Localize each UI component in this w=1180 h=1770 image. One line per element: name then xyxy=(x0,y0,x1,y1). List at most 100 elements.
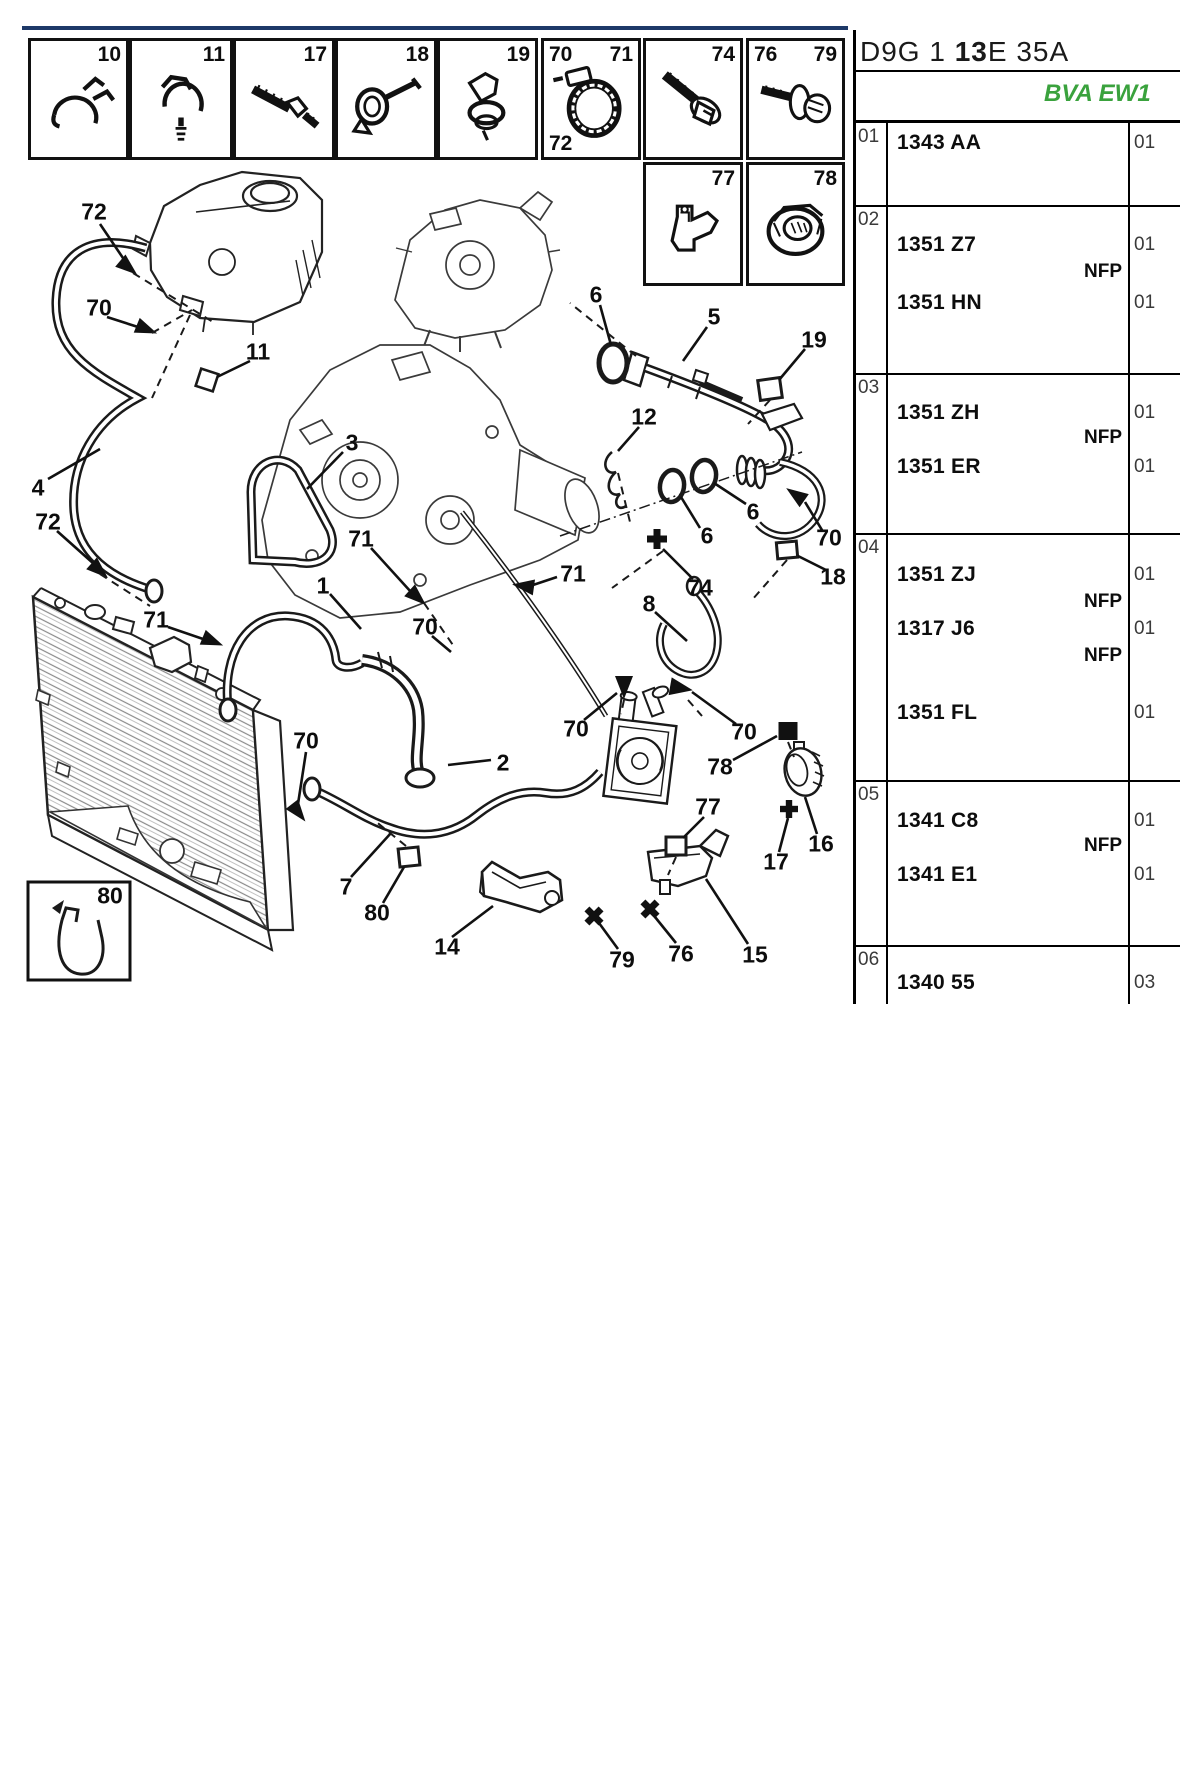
callout-70: 70 xyxy=(816,524,842,551)
part-ref: 1351 ZJ xyxy=(897,563,977,586)
legend-box-10: 10 xyxy=(28,38,129,160)
bolt-washer-nut-icon xyxy=(760,84,832,124)
nfp-flag: NFP xyxy=(1084,645,1122,666)
callout-70: 70 xyxy=(86,294,112,321)
callout-12: 12 xyxy=(631,403,657,430)
legend-box-17: 17 xyxy=(233,38,335,160)
cooling-system-diagram xyxy=(26,170,827,982)
part-qty: 01 xyxy=(1134,564,1156,585)
top-divider xyxy=(22,26,848,30)
radiator xyxy=(31,587,295,952)
part-ref: 1351 ER xyxy=(897,455,981,478)
table-col-divider-1 xyxy=(886,120,888,1004)
callout-14: 14 xyxy=(434,933,460,960)
callout-79: 79 xyxy=(609,946,635,973)
callout-70: 70 xyxy=(293,727,319,754)
part-qty: 01 xyxy=(1134,864,1156,885)
part-ref: 1351 ZH xyxy=(897,401,980,424)
part-qty: 01 xyxy=(1134,132,1156,153)
callout-71: 71 xyxy=(143,606,169,633)
callout-19: 19 xyxy=(801,326,827,353)
legend-label: 17 xyxy=(303,43,327,66)
callout-70: 70 xyxy=(412,613,438,640)
legend-label: 78 xyxy=(813,167,837,190)
legend-box-70-71-72: 70 71 72 xyxy=(541,38,641,160)
screw-icon xyxy=(661,71,722,127)
engine-water-pump xyxy=(261,344,600,619)
hose-7 xyxy=(302,768,604,839)
hose-8 xyxy=(656,575,722,679)
row-number: 02 xyxy=(858,209,880,230)
row-divider xyxy=(853,945,1180,947)
hose-4 xyxy=(51,238,164,604)
legend-box-76-79: 76 79 xyxy=(746,38,845,160)
callout-3: 3 xyxy=(345,429,359,456)
callout-71: 71 xyxy=(560,560,586,587)
legend-label: 10 xyxy=(97,43,121,66)
legend-label: 19 xyxy=(506,43,530,66)
table-col-divider-2 xyxy=(1128,120,1130,1004)
engine-water-outlet xyxy=(394,190,561,352)
bracket-15 xyxy=(646,828,730,895)
oil-cooler-pipe xyxy=(460,510,609,718)
figure-code-bold: 13 xyxy=(954,36,988,67)
stud-icon xyxy=(251,84,320,129)
row-number: 04 xyxy=(858,537,880,558)
nfp-flag: NFP xyxy=(1084,835,1122,856)
part-ref: 1351 HN xyxy=(897,291,982,314)
figure-code-suffix: E 35A xyxy=(987,36,1070,67)
legend-label: 79 xyxy=(813,43,837,66)
flange-nut-icon xyxy=(766,203,825,257)
pipe-fitting-icon xyxy=(467,71,506,141)
legend-label: 18 xyxy=(405,43,429,66)
callout-15: 15 xyxy=(742,941,768,968)
part-ref: 1351 Z7 xyxy=(897,233,977,256)
callout-1: 1 xyxy=(316,572,330,599)
legend-label: 71 xyxy=(609,43,633,66)
clip-12 xyxy=(604,451,627,510)
nfp-flag: NFP xyxy=(1084,591,1122,612)
hose-1 xyxy=(218,611,365,723)
inset-box-80 xyxy=(26,880,132,982)
legend-box-19: 19 xyxy=(437,38,538,160)
legend-label: 74 xyxy=(711,43,735,66)
part-qty: 01 xyxy=(1134,234,1156,255)
leader-lines xyxy=(47,223,827,950)
hose-clamp-icon xyxy=(51,76,116,129)
legend-label: 11 xyxy=(202,43,225,66)
part-ref: 1340 55 xyxy=(897,971,976,994)
nfp-flag: NFP xyxy=(1084,261,1122,282)
part-ref: 1343 AA xyxy=(897,131,982,154)
heater-pipe-bracket xyxy=(691,368,804,432)
part-qty: 01 xyxy=(1134,456,1156,477)
callout-5: 5 xyxy=(707,303,721,330)
clamp-rod-icon xyxy=(351,77,422,136)
part-qty: 01 xyxy=(1134,618,1156,639)
figure-code-prefix: D9G 1 xyxy=(860,36,955,67)
callout-16: 16 xyxy=(808,830,834,857)
callout-72: 72 xyxy=(35,508,61,535)
legend-label: 70 xyxy=(549,43,573,66)
callout-8: 8 xyxy=(642,590,656,617)
header-rule xyxy=(853,70,1180,72)
callout-78: 78 xyxy=(707,753,733,780)
callout-6: 6 xyxy=(746,498,760,525)
row-divider xyxy=(853,533,1180,535)
row-number: 03 xyxy=(858,377,880,398)
callout-74: 74 xyxy=(687,574,713,601)
callout-6: 6 xyxy=(700,522,714,549)
row-number: 05 xyxy=(858,784,880,805)
collar-clamp-icon xyxy=(160,74,204,141)
thermostat-connector xyxy=(559,341,803,537)
worm-clamp-icon xyxy=(552,66,622,138)
callout-72: 72 xyxy=(81,198,107,225)
part-ref: 1341 E1 xyxy=(897,863,978,886)
legend-box-11: 11 xyxy=(129,38,233,160)
part-ref: 1341 C8 xyxy=(897,809,979,832)
part-qty: 01 xyxy=(1134,702,1156,723)
callout-7: 7 xyxy=(339,873,353,900)
nfp-flag: NFP xyxy=(1084,427,1122,448)
callout-80: 80 xyxy=(97,882,123,909)
row-divider xyxy=(853,780,1180,782)
